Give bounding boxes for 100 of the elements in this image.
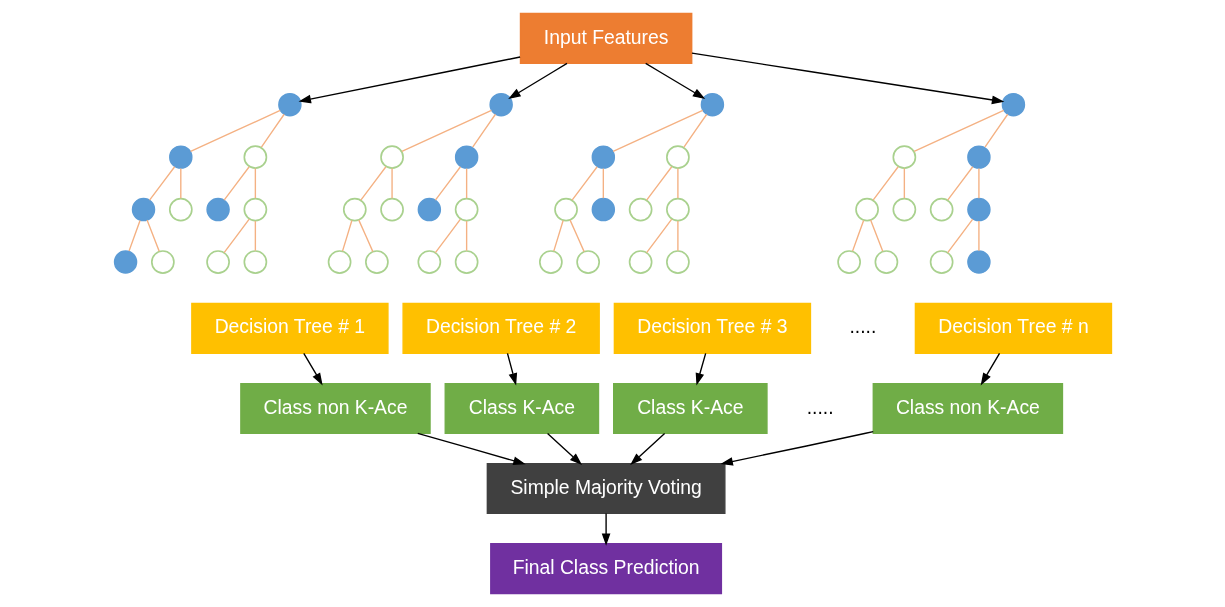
node-box: Input Features — [519, 12, 692, 64]
node-circle — [168, 197, 193, 222]
arrow — [719, 430, 874, 466]
node-circle — [700, 92, 724, 117]
connector — [851, 219, 864, 252]
node-circle — [131, 197, 155, 222]
connector — [148, 166, 175, 201]
node-circle — [113, 250, 137, 274]
node-circle — [628, 197, 652, 222]
node-circle — [277, 92, 302, 117]
connector — [471, 113, 496, 148]
node-circle — [854, 197, 879, 222]
connector — [869, 219, 883, 252]
node-circle — [591, 145, 615, 169]
connector — [611, 109, 703, 152]
node-circle — [454, 145, 478, 169]
node-circle — [454, 197, 478, 222]
node-circle — [168, 145, 193, 169]
node-box: Class K-Ace — [612, 382, 768, 434]
connector — [357, 219, 374, 253]
connector — [552, 219, 564, 252]
node-circle — [538, 250, 563, 274]
connector — [254, 167, 256, 199]
arrow — [302, 352, 323, 386]
connector — [568, 219, 585, 253]
node-circle — [205, 250, 230, 274]
connector — [400, 109, 492, 152]
connector — [434, 166, 461, 201]
node-circle — [836, 250, 861, 274]
connector — [465, 220, 467, 252]
arrow — [507, 62, 568, 100]
connector — [682, 113, 707, 148]
connector — [570, 166, 598, 201]
node-circle — [243, 197, 267, 222]
connector — [179, 167, 181, 199]
connector — [254, 220, 256, 252]
node-circle — [243, 250, 267, 274]
connector — [645, 218, 672, 254]
node-circle — [929, 250, 953, 274]
node-circle — [575, 250, 600, 274]
node-circle — [416, 250, 441, 274]
node-circle — [665, 197, 690, 222]
arrow — [506, 352, 517, 386]
node-circle — [628, 250, 652, 274]
node-circle — [665, 145, 690, 169]
connector — [602, 167, 604, 199]
connector — [222, 218, 250, 254]
node-box: Class K-Ace — [444, 382, 599, 434]
label: ..... — [849, 316, 876, 338]
node-circle — [874, 250, 898, 274]
label: ..... — [806, 396, 834, 418]
connector — [645, 166, 672, 201]
connector — [676, 167, 679, 199]
connector — [127, 219, 141, 252]
node-circle — [488, 92, 513, 117]
connector — [946, 218, 973, 254]
connector — [983, 113, 1008, 148]
node-box: Decision Tree # 1 — [190, 302, 389, 354]
node-circle — [591, 197, 615, 222]
node-box: Decision Tree # n — [914, 302, 1112, 354]
node-circle — [891, 197, 916, 222]
connector — [912, 109, 1004, 152]
node-circle — [379, 197, 404, 222]
connector — [977, 220, 980, 252]
arrow — [298, 56, 521, 104]
node-box: Class non K-Ace — [239, 382, 431, 434]
node-circle — [327, 250, 351, 274]
connector — [260, 113, 285, 148]
node-circle — [929, 197, 953, 222]
node-circle — [342, 197, 367, 222]
node-circle — [243, 145, 267, 169]
node-circle — [966, 250, 991, 274]
connector — [434, 218, 461, 254]
arrow — [601, 512, 610, 546]
connector — [145, 219, 160, 252]
node-circle — [417, 197, 441, 222]
node-circle — [966, 197, 991, 222]
node-circle — [665, 250, 690, 274]
connector — [676, 220, 679, 252]
arrow — [629, 432, 665, 466]
connector — [465, 167, 467, 199]
node-circle — [1001, 92, 1025, 117]
node-circle — [891, 145, 916, 169]
node-circle — [364, 250, 389, 274]
node-circle — [966, 145, 991, 169]
node-box: Simple Majority Voting — [486, 463, 726, 515]
node-circle — [379, 145, 404, 169]
node-box: Class non K-Ace — [872, 382, 1063, 434]
node-circle — [553, 197, 578, 222]
connector — [359, 166, 387, 201]
node-circle — [150, 250, 175, 274]
connector — [903, 167, 905, 199]
arrow — [644, 62, 705, 99]
arrow — [416, 432, 526, 465]
node-box: Decision Tree # 3 — [613, 302, 811, 354]
node-circle — [454, 250, 478, 274]
connector — [977, 167, 980, 199]
connector — [222, 166, 250, 201]
arrow — [546, 432, 582, 466]
arrow — [980, 352, 1000, 386]
